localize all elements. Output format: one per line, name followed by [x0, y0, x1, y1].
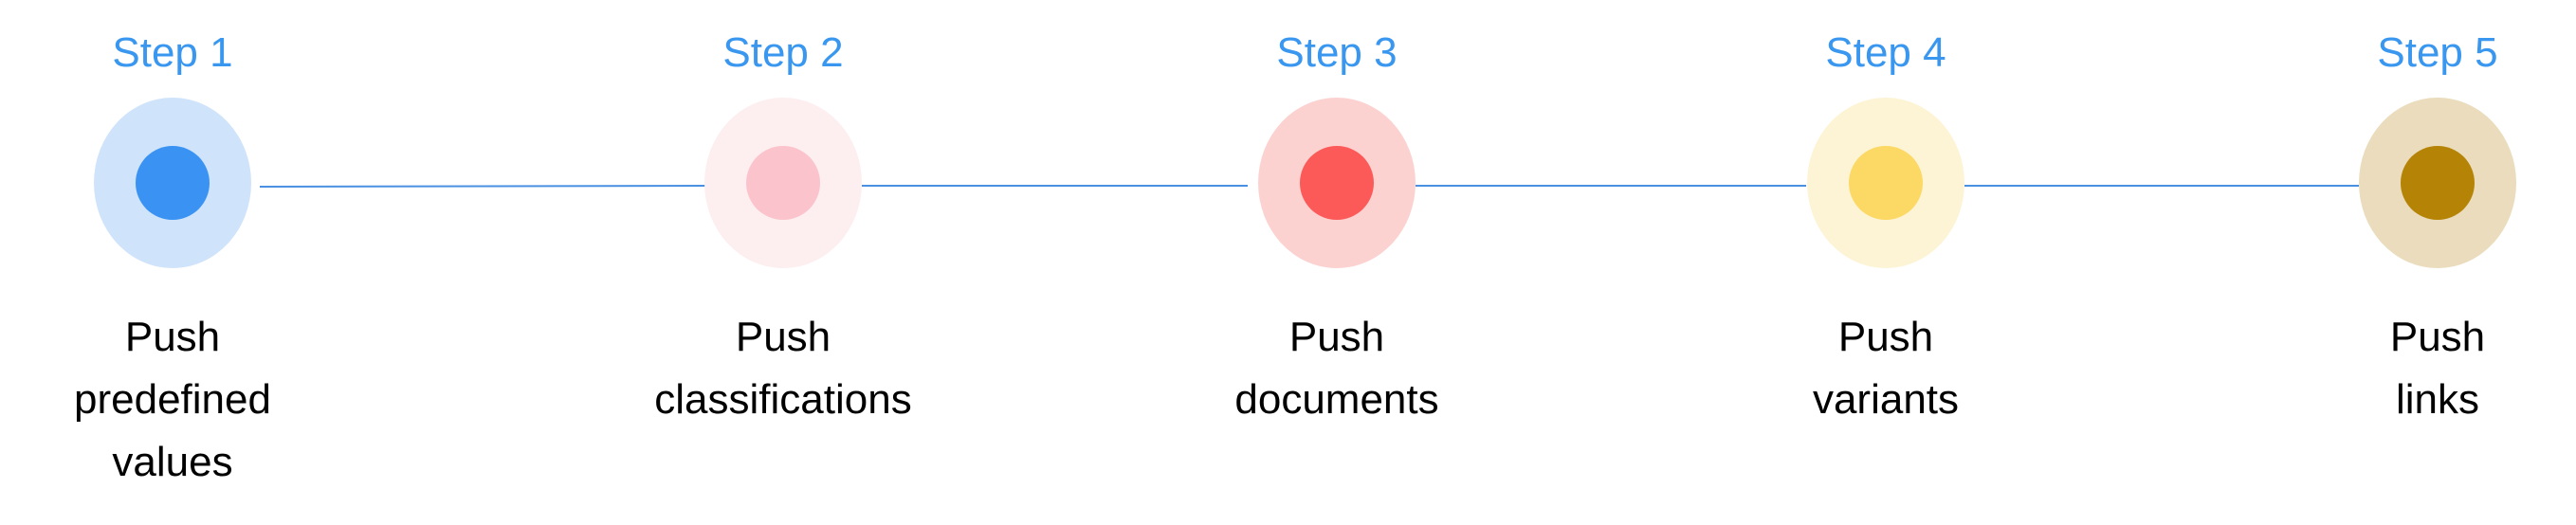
- connector-3-4: [1416, 185, 1806, 187]
- step-label-line: predefined: [74, 376, 271, 423]
- step-marker-dot: [746, 146, 820, 220]
- step-label-line: Push: [124, 314, 221, 360]
- step-label-line: values: [112, 439, 233, 485]
- step-1: Step 1 Push predefined values: [0, 0, 362, 525]
- step-4: Step 4 Push variants: [1696, 0, 2075, 525]
- step-label-line: links: [2395, 376, 2480, 423]
- step-marker-outer: [704, 98, 862, 268]
- step-title: Step 1: [112, 29, 233, 76]
- step-label-line: variants: [1812, 376, 1960, 423]
- step-marker-outer: [1258, 98, 1416, 268]
- step-title: Step 3: [1276, 29, 1398, 76]
- step-marker-dot: [2401, 146, 2475, 220]
- step-label-line: classifications: [654, 376, 912, 423]
- step-title: Step 5: [2377, 29, 2498, 76]
- step-label: Push documents: [1147, 306, 1526, 431]
- step-marker-dot: [1300, 146, 1374, 220]
- step-marker-dot: [1849, 146, 1923, 220]
- step-label: Push variants: [1696, 306, 2075, 431]
- step-title: Step 2: [722, 29, 844, 76]
- connector-4-5: [1964, 185, 2359, 187]
- step-3: Step 3 Push documents: [1147, 0, 1526, 525]
- step-label: Push links: [2248, 306, 2576, 431]
- step-label: Push classifications: [594, 306, 973, 431]
- step-marker-outer: [94, 98, 251, 268]
- step-marker-outer: [1807, 98, 1964, 268]
- step-marker-outer: [2359, 98, 2516, 268]
- step-marker-dot: [136, 146, 210, 220]
- step-5: Step 5 Push links: [2248, 0, 2576, 525]
- step-2: Step 2 Push classifications: [594, 0, 973, 525]
- step-label: Push predefined values: [0, 306, 362, 494]
- step-label-line: Push: [1288, 314, 1385, 360]
- step-title: Step 4: [1825, 29, 1946, 76]
- connector-2-3: [862, 185, 1248, 187]
- step-label-line: Push: [1837, 314, 1934, 360]
- step-label-line: documents: [1234, 376, 1439, 423]
- step-label-line: Push: [2389, 314, 2486, 360]
- step-label-line: Push: [735, 314, 831, 360]
